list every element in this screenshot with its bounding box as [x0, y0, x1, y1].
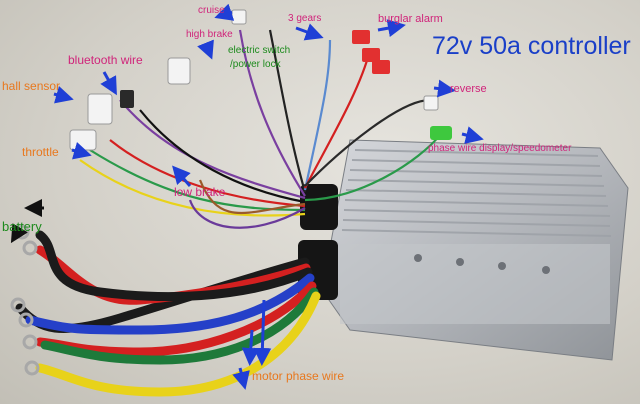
label-motor-phase-wire: motor phase wire — [252, 369, 345, 383]
label-high-brake: high brake — [186, 29, 233, 40]
label-burglar-alarm: burglar alarm — [378, 13, 443, 25]
label-3-gears: 3 gears — [288, 13, 322, 24]
controller-body — [321, 139, 629, 361]
label-throttle: throttle — [22, 145, 59, 159]
label-phase-wire-display: phase wire display/speedometer — [428, 143, 572, 154]
controller-title: 72v 50a controller — [432, 32, 631, 60]
label-bluetooth-wire: bluetooth wire — [68, 53, 143, 67]
connectors — [69, 9, 452, 151]
power-wires — [15, 230, 321, 397]
annotation-arrows — [53, 3, 484, 390]
signal-wires — [79, 29, 441, 229]
label-electric-switch: electric switch — [228, 45, 291, 56]
label-power-lock: /power lock — [230, 59, 281, 70]
label-cruise: cruise — [198, 5, 225, 16]
label-reverse: reverse — [450, 83, 487, 95]
label-battery: battery — [2, 219, 42, 234]
ring-terminals — [10, 224, 40, 376]
battery-arrows — [10, 199, 44, 244]
label-hall-sensor: hall sensor — [2, 79, 61, 93]
label-low-brake: low brake — [174, 185, 226, 199]
